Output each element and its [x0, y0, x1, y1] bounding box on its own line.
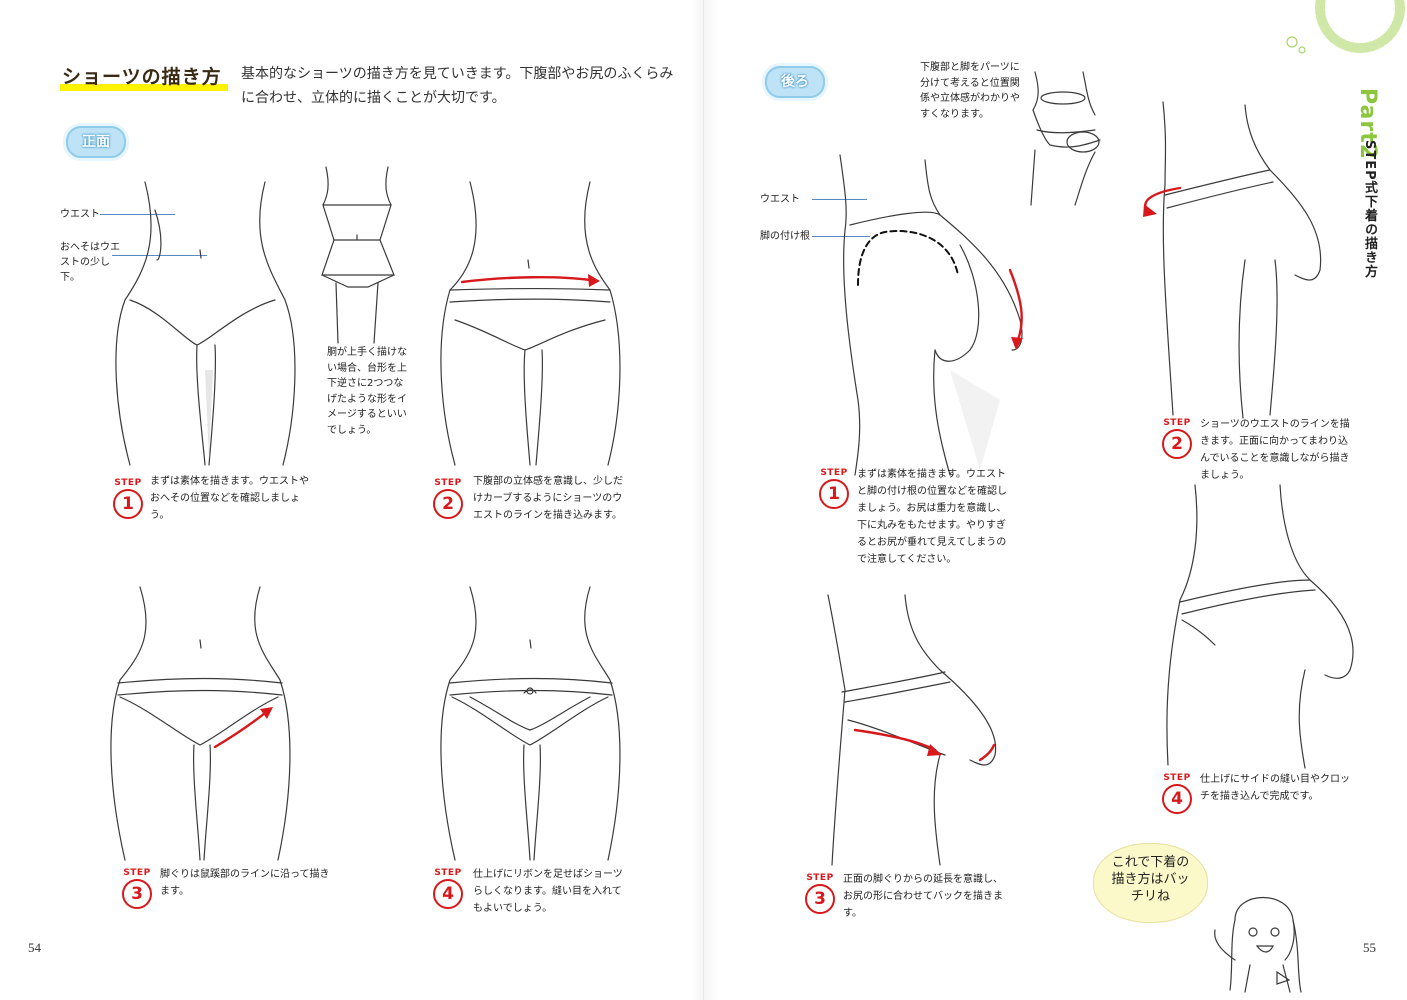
step-circle-icon: 4 — [433, 879, 463, 909]
step-2-badge: STEP 2 — [428, 478, 468, 519]
part-label: Part2 — [1355, 88, 1380, 161]
figure-back-step3 — [827, 594, 997, 866]
step-4-badge: STEP 4 — [428, 868, 468, 909]
step-1-text: まずは素体を描きます。ウエストやおへその位置などを確認しましょう。 — [150, 476, 309, 521]
back-step-2-badge: STEP 2 — [1157, 418, 1197, 459]
parts-note: 下腹部と脚をパーツに分けて考えると位置関係や立体感がわかりやすくなります。 — [920, 62, 1020, 120]
step-circle-icon: 4 — [1162, 784, 1192, 814]
step-circle-icon: 2 — [433, 489, 463, 519]
step-word: STEP — [434, 478, 462, 488]
back-waist-leader-line — [812, 199, 867, 200]
waist-leader-line — [100, 214, 175, 215]
step-3-text: 脚ぐりは鼠蹊部のラインに沿って描きます。 — [160, 869, 330, 897]
step-circle-icon: 2 — [1162, 429, 1192, 459]
figure-front-step1 — [115, 181, 296, 466]
figure-front-step2 — [440, 181, 621, 466]
back-step-2-text: ショーツのウエストのラインを描きます。正面に向かってまわり込んでいることを意識し… — [1200, 419, 1350, 481]
leg-base-leader-line — [812, 236, 870, 237]
step-circle-icon: 1 — [819, 479, 849, 509]
intro-text: 基本的なショーツの描き方を見ていきます。下腹部やお尻のふくらみに合わせ、立体的に… — [241, 66, 674, 106]
back-step-4-text: 仕上げにサイドの縫い目やクロッチを描き込んで完成です。 — [1200, 774, 1350, 802]
page-gutter — [703, 0, 704, 1000]
back-step-1-text: まずは素体を描きます。ウエストと脚の付け根の位置などを確認しましょう。お尻は重力… — [857, 469, 1007, 565]
page-number-left: 54 — [28, 940, 41, 955]
page-number-right: 55 — [1363, 940, 1376, 955]
figure-back-step1 — [839, 154, 1023, 476]
figure-front-step4 — [440, 586, 621, 861]
step-circle-icon: 1 — [113, 489, 143, 519]
step-word: STEP — [434, 868, 462, 878]
step-word: STEP — [1163, 773, 1191, 783]
figure-torso-blocks — [321, 166, 395, 344]
back-step-1-badge: STEP 1 — [814, 468, 854, 509]
step-1-badge: STEP 1 — [108, 478, 148, 519]
step-word: STEP — [1163, 418, 1191, 428]
decorative-dots-icon — [1286, 0, 1405, 54]
back-step-4-badge: STEP 4 — [1157, 773, 1197, 814]
page-gutter-shadow — [690, 0, 718, 1000]
navel-label: おへそはウエストの少し下。 — [60, 242, 120, 283]
step-word: STEP — [114, 478, 142, 488]
section-back-badge: 後ろ — [765, 66, 825, 98]
back-step-3-text: 正面の脚ぐりからの延長を意識し、お尻の形に合わせてバックを描きます。 — [843, 874, 1003, 919]
page-title: ショーツの描き方 — [60, 62, 228, 91]
figure-front-step3 — [110, 586, 291, 861]
step-3-badge: STEP 3 — [117, 868, 157, 909]
step-circle-icon: 3 — [805, 884, 835, 914]
speech-bubble-text: これで下着の描き方はバッチリね — [1111, 855, 1190, 904]
part-subtitle: STEP式下着の描き方 — [1362, 140, 1377, 279]
step-word: STEP — [806, 873, 834, 883]
leg-base-label: 脚の付け根 — [760, 231, 810, 242]
step-2-text: 下腹部の立体感を意識し、少しだけカーブするようにショーツのウエストのラインを描き… — [473, 476, 623, 521]
torso-note: 胴が上手く描けない場合、台形を上下逆さに2つつなげたような形をイメージするといい… — [327, 347, 407, 436]
speech-bubble: これで下着の描き方はバッチリね — [1093, 843, 1208, 923]
waist-label: ウエスト — [60, 209, 100, 220]
section-front-badge: 正面 — [66, 126, 126, 158]
step-circle-icon: 3 — [122, 879, 152, 909]
back-waist-label: ウエスト — [760, 194, 800, 205]
step-word: STEP — [123, 868, 151, 878]
step-word: STEP — [820, 468, 848, 478]
figure-back-step2 — [1143, 101, 1322, 419]
figure-back-parts — [1030, 71, 1101, 206]
figure-back-step4 — [1166, 484, 1354, 769]
step-4-text: 仕上げにリボンを足せばショーツらしくなります。縫い目を入れてもよいでしょう。 — [473, 869, 623, 914]
mascot-character-icon — [1214, 897, 1302, 993]
back-step-3-badge: STEP 3 — [800, 873, 840, 914]
